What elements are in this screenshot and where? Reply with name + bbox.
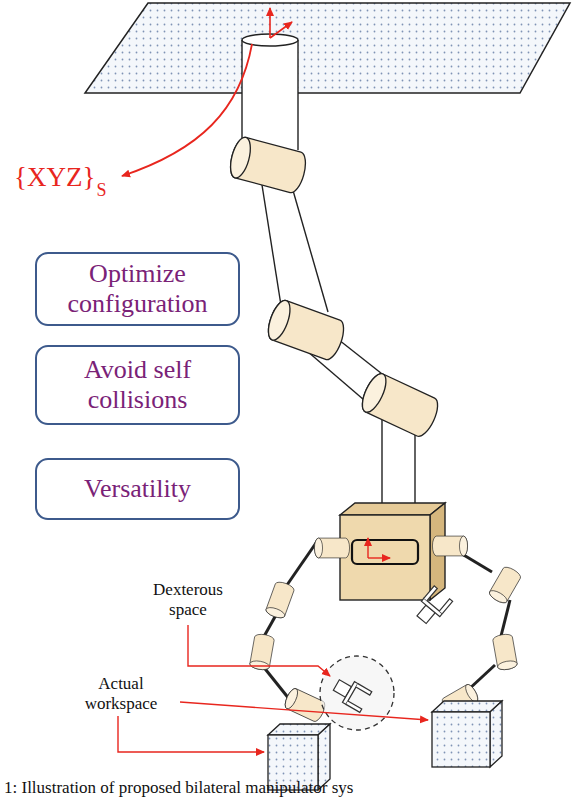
- goal-text: Optimize configuration: [37, 259, 238, 319]
- gripper: [412, 586, 452, 627]
- goal-text: Versatility: [76, 474, 199, 504]
- joint: [432, 536, 467, 556]
- joint: [314, 538, 349, 558]
- gripper: [330, 675, 371, 713]
- workspace-cube: [432, 701, 502, 767]
- leader-line: [180, 702, 428, 720]
- joint: [488, 565, 523, 605]
- figure-caption: 1: Illustration of proposed bilateral ma…: [4, 778, 353, 798]
- torso: [340, 515, 430, 600]
- dexterous-space: [320, 656, 394, 730]
- frame-label: {XYZ}: [14, 162, 95, 193]
- goal-box: Optimize configuration: [35, 252, 240, 326]
- joint: [358, 370, 443, 439]
- ceiling-plate: [85, 3, 570, 93]
- goal-text: Avoid self collisions: [37, 355, 238, 415]
- joint: [492, 633, 518, 671]
- leader-line: [188, 625, 330, 676]
- frame-subscript: S: [96, 180, 106, 201]
- leader-line: [118, 716, 264, 752]
- callout-label: Actual workspace: [66, 674, 176, 713]
- joint: [227, 135, 309, 195]
- callout-label: Dexterous space: [138, 580, 238, 619]
- goal-box: Versatility: [35, 458, 240, 520]
- joint: [265, 580, 296, 620]
- joint: [264, 298, 348, 363]
- goal-box: Avoid self collisions: [35, 345, 240, 425]
